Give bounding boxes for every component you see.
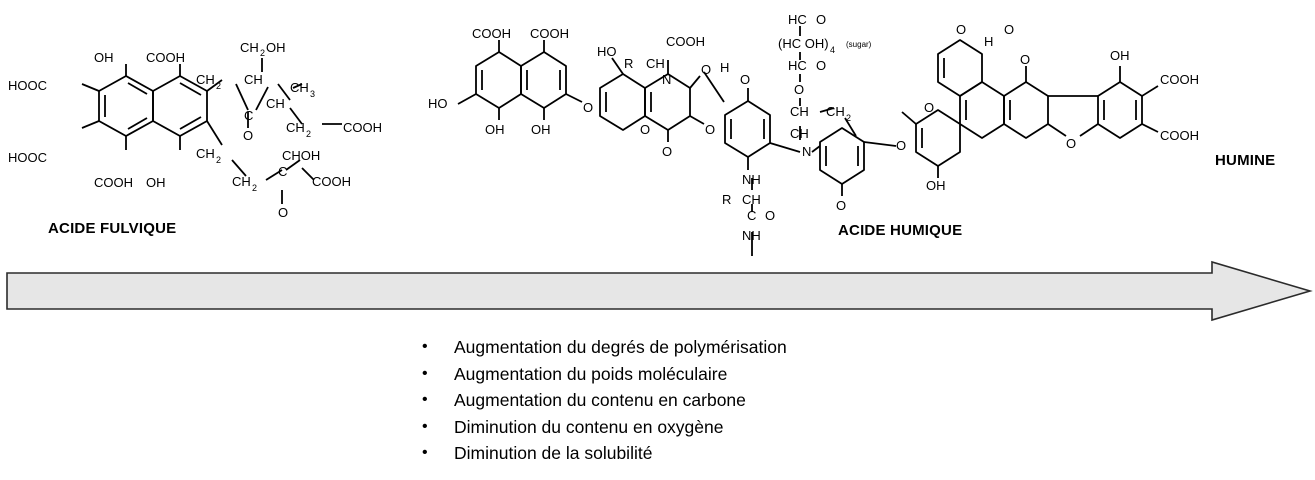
humic-sugar-note: (sugar) bbox=[846, 40, 872, 49]
humic-group: NH bbox=[742, 172, 761, 187]
humic-group: N bbox=[802, 144, 811, 159]
humic-group: O bbox=[640, 122, 650, 137]
fulvic-group: CH bbox=[196, 72, 215, 87]
humic-group: COOH bbox=[472, 26, 511, 41]
humic-subscript: 2 bbox=[846, 113, 851, 123]
fulvic-group: CH bbox=[290, 80, 309, 95]
trend-item: Diminution de la solubilité bbox=[420, 440, 787, 467]
humic-group: OH bbox=[926, 178, 946, 193]
fulvic-acid-structure: HOOC OH COOH CH 2 OH HOOC COOH OH CH 2 C… bbox=[8, 40, 382, 220]
fulvic-subscript: 2 bbox=[252, 183, 257, 193]
humic-group: O bbox=[740, 72, 750, 87]
fulvic-acid-label: ACIDE FULVIQUE bbox=[48, 220, 177, 237]
humic-group: OH bbox=[531, 122, 551, 137]
fulvic-group: C bbox=[244, 108, 253, 123]
fulvic-group: CH bbox=[232, 174, 251, 189]
humic-group: O bbox=[816, 12, 826, 27]
humic-group: OH bbox=[485, 122, 505, 137]
humic-group: COOH bbox=[1160, 72, 1199, 87]
fulvic-subscript: 2 bbox=[306, 129, 311, 139]
trend-item: Augmentation du degrés de polymérisation bbox=[420, 334, 787, 361]
trend-arrow bbox=[6, 260, 1313, 322]
humic-group: COOH bbox=[1160, 128, 1199, 143]
humic-group: CH bbox=[790, 104, 809, 119]
humic-group: O bbox=[1004, 22, 1014, 37]
humic-group: CH bbox=[646, 56, 665, 71]
humic-group: O bbox=[896, 138, 906, 153]
fulvic-subscript: 2 bbox=[260, 48, 265, 58]
humic-group: HC bbox=[788, 58, 807, 73]
fulvic-group: CH bbox=[244, 72, 263, 87]
fulvic-group: HOOC bbox=[8, 150, 47, 165]
humic-group: O bbox=[662, 144, 672, 159]
humic-group: O bbox=[701, 62, 711, 77]
humic-group: O bbox=[956, 22, 966, 37]
humic-group: CH bbox=[826, 104, 845, 119]
fulvic-group: COOH bbox=[146, 50, 185, 65]
humic-group: O bbox=[1020, 52, 1030, 67]
humic-group: O bbox=[765, 208, 775, 223]
trend-item: Diminution du contenu en oxygène bbox=[420, 414, 787, 441]
chemical-structures: HOOC OH COOH CH 2 OH HOOC COOH OH CH 2 C… bbox=[8, 12, 1199, 256]
trend-list: Augmentation du degrés de polymérisation… bbox=[420, 334, 787, 467]
humic-group: O bbox=[816, 58, 826, 73]
humic-subscript: 4 bbox=[830, 45, 835, 55]
fulvic-group: COOH bbox=[94, 175, 133, 190]
humic-group: O bbox=[836, 198, 846, 213]
humic-group: O bbox=[924, 100, 934, 115]
humic-group: COOH bbox=[530, 26, 569, 41]
fulvic-subscript: 3 bbox=[310, 89, 315, 99]
humic-group: O bbox=[1066, 136, 1076, 151]
humic-group: CH bbox=[790, 126, 809, 141]
fulvic-group: OH bbox=[94, 50, 114, 65]
humic-acid-label: ACIDE HUMIQUE bbox=[838, 222, 963, 239]
fulvic-group: CH bbox=[266, 96, 285, 111]
humic-group: R bbox=[722, 192, 731, 207]
fulvic-group: C bbox=[278, 164, 287, 179]
humine-label: HUMINE bbox=[1215, 152, 1276, 169]
fulvic-group: COOH bbox=[343, 120, 382, 135]
humic-group: HO bbox=[597, 44, 617, 59]
arrow-shape bbox=[6, 260, 1313, 322]
fulvic-group: OH bbox=[146, 175, 166, 190]
humic-group: NH bbox=[742, 228, 761, 243]
humic-group: O bbox=[705, 122, 715, 137]
humic-acid-structure: COOH COOH HO OH OH HO R CH N COOH O O H … bbox=[428, 12, 1199, 256]
humic-group: O bbox=[583, 100, 593, 115]
humic-group: C bbox=[747, 208, 756, 223]
humic-group: HC bbox=[788, 12, 807, 27]
trend-item: Augmentation du poids moléculaire bbox=[420, 361, 787, 388]
fulvic-group: HOOC bbox=[8, 78, 47, 93]
fulvic-group: O bbox=[243, 128, 253, 143]
humic-group: CH bbox=[742, 192, 761, 207]
fulvic-group: OH bbox=[266, 40, 286, 55]
trend-item: Augmentation du contenu en carbone bbox=[420, 387, 787, 414]
fulvic-subscript: 2 bbox=[216, 81, 221, 91]
humic-group: COOH bbox=[666, 34, 705, 49]
fulvic-group: CH bbox=[286, 120, 305, 135]
humic-group: H bbox=[720, 60, 729, 75]
fulvic-group: CH bbox=[240, 40, 259, 55]
humic-group: O bbox=[794, 82, 804, 97]
fulvic-group: CH bbox=[196, 146, 215, 161]
humic-group: N bbox=[662, 72, 671, 87]
fulvic-group: CHOH bbox=[282, 148, 320, 163]
fulvic-subscript: 2 bbox=[216, 155, 221, 165]
humic-group: R bbox=[624, 56, 633, 71]
fulvic-group: COOH bbox=[312, 174, 351, 189]
humic-group: OH bbox=[1110, 48, 1130, 63]
humic-group: H bbox=[984, 34, 993, 49]
humic-group: HO bbox=[428, 96, 448, 111]
fulvic-group: O bbox=[278, 205, 288, 220]
humic-group: (HC OH) bbox=[778, 36, 829, 51]
